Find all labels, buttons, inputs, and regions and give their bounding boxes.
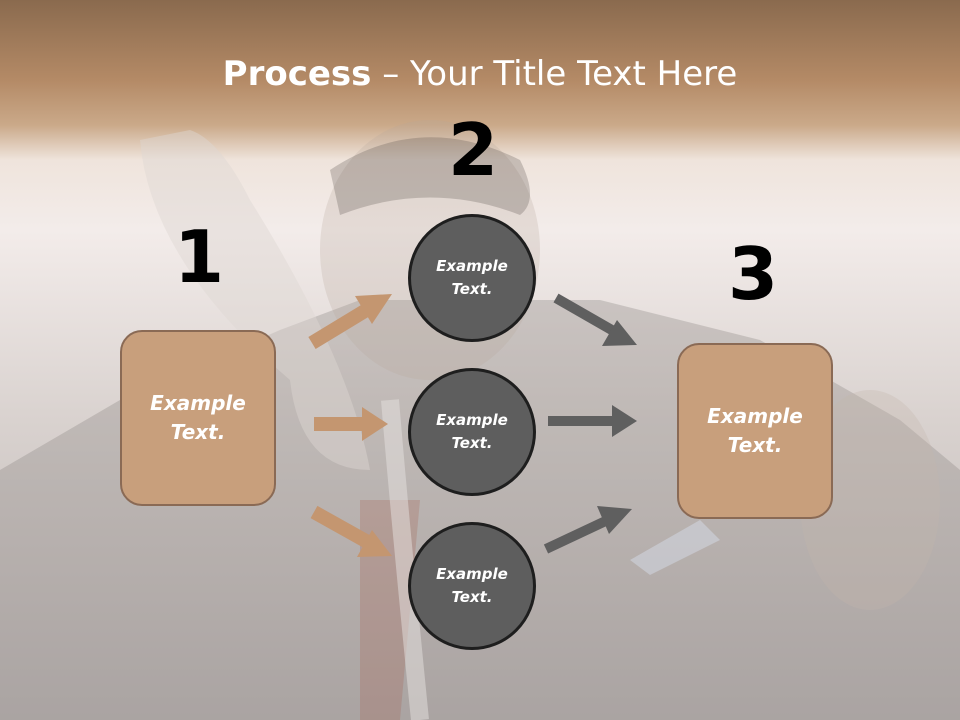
- step-3-box: Example Text.: [677, 343, 833, 519]
- step-2-text-top: Example Text.: [436, 257, 508, 298]
- step-number-3: 3: [727, 232, 779, 316]
- title-text: Your Title Text Here: [410, 54, 738, 94]
- title-bold: Process: [222, 54, 372, 94]
- arrow-2-bottom-to-3: [543, 506, 632, 554]
- arrow-1-to-2-bottom: [310, 505, 392, 557]
- step-2-circle-middle: Example Text.: [408, 368, 536, 496]
- slide-title: Process – Your Title Text Here: [0, 50, 960, 98]
- step-3-text: Example Text.: [707, 404, 803, 457]
- step-number-2: 2: [447, 108, 499, 192]
- title-separator: –: [371, 54, 411, 94]
- step-1-text: Example Text.: [150, 391, 246, 444]
- step-2-circle-bottom: Example Text.: [408, 522, 536, 650]
- step-1-box: Example Text.: [120, 330, 276, 506]
- step-number-1: 1: [173, 215, 225, 299]
- step-2-text-bottom: Example Text.: [436, 565, 508, 606]
- arrow-2-top-to-3: [553, 293, 637, 346]
- step-2-circle-top: Example Text.: [408, 214, 536, 342]
- step-2-text-middle: Example Text.: [436, 411, 508, 452]
- arrow-1-to-2-top: [308, 294, 392, 349]
- arrow-2-middle-to-3: [548, 405, 637, 437]
- arrow-1-to-2-middle: [314, 407, 388, 441]
